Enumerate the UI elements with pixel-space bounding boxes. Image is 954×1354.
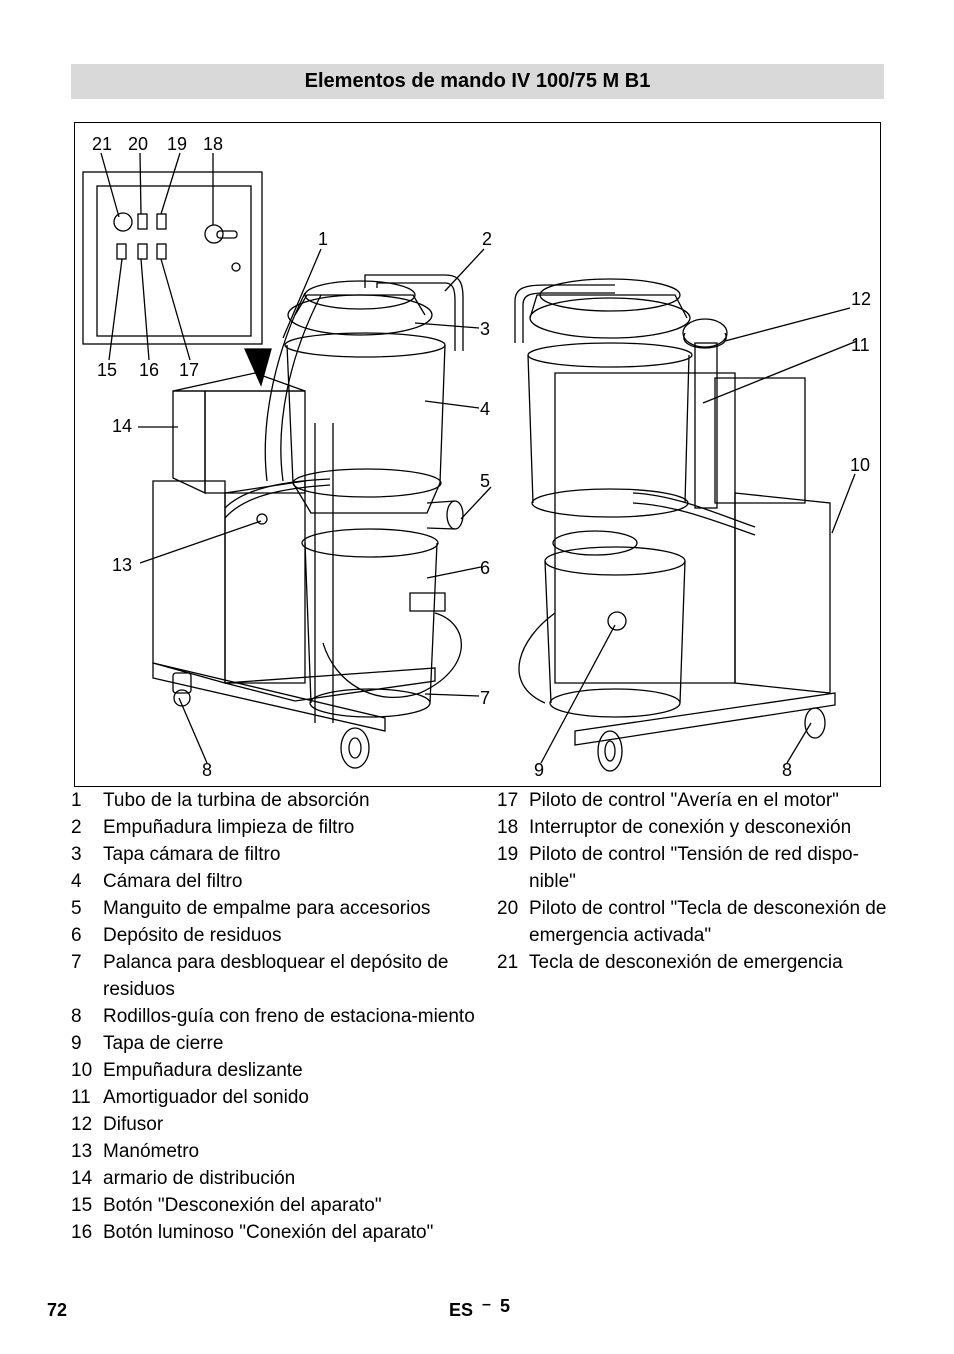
legend-item-number: 11	[71, 1087, 91, 1108]
section-title: Elementos de mando IV 100/75 M B1	[304, 70, 651, 92]
callout-8-left: 8	[202, 760, 212, 780]
legend-item: 7 Palanca para desbloquear el depósito de…	[71, 949, 481, 1003]
legend-item: 6 Depósito de residuos	[71, 922, 481, 949]
legend-item-text: Amortiguador del sonido	[103, 1087, 309, 1108]
callout-17: 17	[179, 360, 199, 380]
callout-19: 19	[167, 134, 187, 154]
legend-item-number: 9	[71, 1033, 82, 1054]
legend-item-number: 3	[71, 844, 82, 865]
footer-separator: –	[482, 1296, 491, 1313]
legend-item-text: Rodillos-guía con freno de estaciona-mie…	[103, 1006, 475, 1027]
callout-9: 9	[534, 760, 544, 780]
legend-item-number: 10	[71, 1060, 93, 1081]
callout-2: 2	[482, 229, 492, 249]
legend-item-text: Piloto de control "Avería en el motor"	[529, 790, 839, 811]
legend-item-text: Botón luminoso "Conexión del aparato"	[103, 1222, 434, 1243]
illustration-svg: 21 20 19 18 15 16 17 1 2 3 4 5 6 7 8 9 8…	[82, 134, 871, 780]
legend-item-number: 19	[497, 844, 519, 865]
legend-item: 10 Empuñadura deslizante	[71, 1057, 481, 1084]
legend-item-number: 5	[71, 898, 82, 919]
legend-item: 2 Empuñadura limpieza de filtro	[71, 814, 481, 841]
legend-item-text: Cámara del filtro	[103, 871, 243, 892]
callout-13: 13	[112, 555, 132, 575]
legend-item: 19 Piloto de control "Tensión de red disp…	[497, 841, 889, 895]
legend-item-text: Interruptor de conexión y desconexión	[529, 817, 852, 838]
machine-illustration: 21 20 19 18 15 16 17 1 2 3 4 5 6 7 8 9 8…	[74, 122, 881, 787]
callout-21: 21	[92, 134, 112, 154]
section-header: Elementos de mando IV 100/75 M B1	[71, 64, 884, 99]
legend-item: 4 Cámara del filtro	[71, 868, 481, 895]
callout-15: 15	[97, 360, 117, 380]
legend-item-text: Tecla de desconexión de emergencia	[529, 952, 843, 973]
legend-item: 13 Manómetro	[71, 1138, 481, 1165]
legend-item-text: Tapa de cierre	[103, 1033, 224, 1054]
legend-item: 11 Amortiguador del sonido	[71, 1084, 481, 1111]
callout-4: 4	[480, 399, 490, 419]
legend-item: 18 Interruptor de conexión y desconexión	[497, 814, 889, 841]
legend-item-text: Botón "Desconexión del aparato"	[103, 1195, 382, 1216]
legend-item-text: Palanca para desbloquear el depósito de …	[103, 952, 449, 1000]
legend-item: 14 armario de distribución	[71, 1165, 481, 1192]
legend-item-text: Manómetro	[103, 1141, 200, 1162]
callout-10: 10	[850, 455, 870, 475]
legend-item-number: 18	[497, 817, 519, 838]
legend-item: 9 Tapa de cierre	[71, 1030, 481, 1057]
legend-item-number: 14	[71, 1168, 93, 1189]
legend-item-number: 1	[71, 790, 82, 811]
callout-12: 12	[851, 289, 871, 309]
legend-item-number: 20	[497, 898, 519, 919]
callout-20: 20	[128, 134, 148, 154]
legend-item-text: Piloto de control "Tensión de red dispo-…	[529, 844, 859, 892]
sub-page-number: 5	[500, 1296, 511, 1316]
legend-item-text: Piloto de control "Tecla de desconexión …	[529, 898, 887, 946]
legend-item-text: Tubo de la turbina de absorción	[103, 790, 370, 811]
legend-item-number: 8	[71, 1006, 82, 1027]
callout-8-right: 8	[782, 760, 792, 780]
callout-6: 6	[480, 558, 490, 578]
legend-item-number: 6	[71, 925, 82, 946]
legend-item-text: Empuñadura limpieza de filtro	[103, 817, 355, 838]
language-code: ES	[449, 1300, 474, 1320]
legend-item-text: Depósito de residuos	[103, 925, 282, 946]
callout-14: 14	[112, 416, 132, 436]
callout-16: 16	[139, 360, 159, 380]
callout-7: 7	[480, 688, 490, 708]
legend-item-number: 21	[497, 952, 519, 973]
legend-right-column: 17 Piloto de control "Avería en el motor"…	[497, 787, 889, 976]
legend-item: 21 Tecla de desconexión de emergencia	[497, 949, 889, 976]
legend-item-number: 12	[71, 1114, 93, 1135]
legend-item-text: Manguito de empalme para accesorios	[103, 898, 431, 919]
legend-item: 8 Rodillos-guía con freno de estaciona-mi…	[71, 1003, 481, 1030]
callout-18: 18	[203, 134, 223, 154]
callout-3: 3	[480, 319, 490, 339]
legend-item: 1 Tubo de la turbina de absorción	[71, 787, 481, 814]
legend-item-number: 2	[71, 817, 82, 838]
legend-item: 15 Botón "Desconexión del aparato"	[71, 1192, 481, 1219]
page-number: 72	[47, 1300, 68, 1320]
control-panel-inset	[82, 171, 263, 345]
legend-item-number: 16	[71, 1222, 93, 1243]
legend-item: 17 Piloto de control "Avería en el motor"	[497, 787, 889, 814]
legend-item: 16 Botón luminoso "Conexión del aparato"	[71, 1219, 481, 1246]
legend-item-text: Empuñadura deslizante	[103, 1060, 303, 1081]
callout-5: 5	[480, 471, 490, 491]
legend-item: 5 Manguito de empalme para accesorios	[71, 895, 481, 922]
legend-item-text: Tapa cámara de filtro	[103, 844, 281, 865]
legend-item: 12 Difusor	[71, 1111, 481, 1138]
legend-item-number: 13	[71, 1141, 93, 1162]
legend-item: 3 Tapa cámara de filtro	[71, 841, 481, 868]
callout-11: 11	[851, 335, 870, 355]
legend-item: 20 Piloto de control "Tecla de desconexió…	[497, 895, 889, 949]
legend-item-number: 17	[497, 790, 519, 811]
callout-1: 1	[318, 229, 328, 249]
legend-item-number: 7	[71, 952, 82, 973]
legend-item-text: armario de distribución	[103, 1168, 296, 1189]
legend-item-number: 15	[71, 1195, 93, 1216]
legend-item-number: 4	[71, 871, 82, 892]
legend-item-text: Difusor	[103, 1114, 164, 1135]
